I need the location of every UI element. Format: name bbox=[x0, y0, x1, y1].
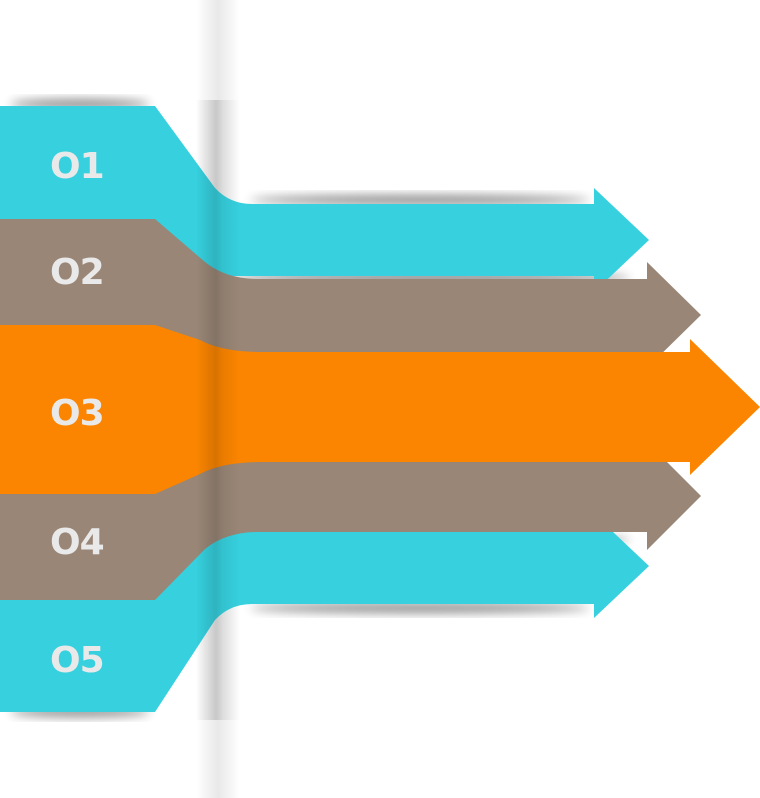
label-03: O3 bbox=[50, 393, 104, 434]
label-02: O2 bbox=[50, 252, 104, 293]
label-01: O1 bbox=[50, 146, 104, 187]
label-05: O5 bbox=[50, 640, 104, 681]
arrow-02 bbox=[0, 219, 701, 368]
shadow-01b bbox=[250, 195, 590, 205]
shadow-05b bbox=[250, 603, 590, 613]
arrow-03 bbox=[0, 325, 760, 494]
label-04: O4 bbox=[50, 522, 104, 563]
ribbon-crease-shade bbox=[196, 100, 240, 720]
